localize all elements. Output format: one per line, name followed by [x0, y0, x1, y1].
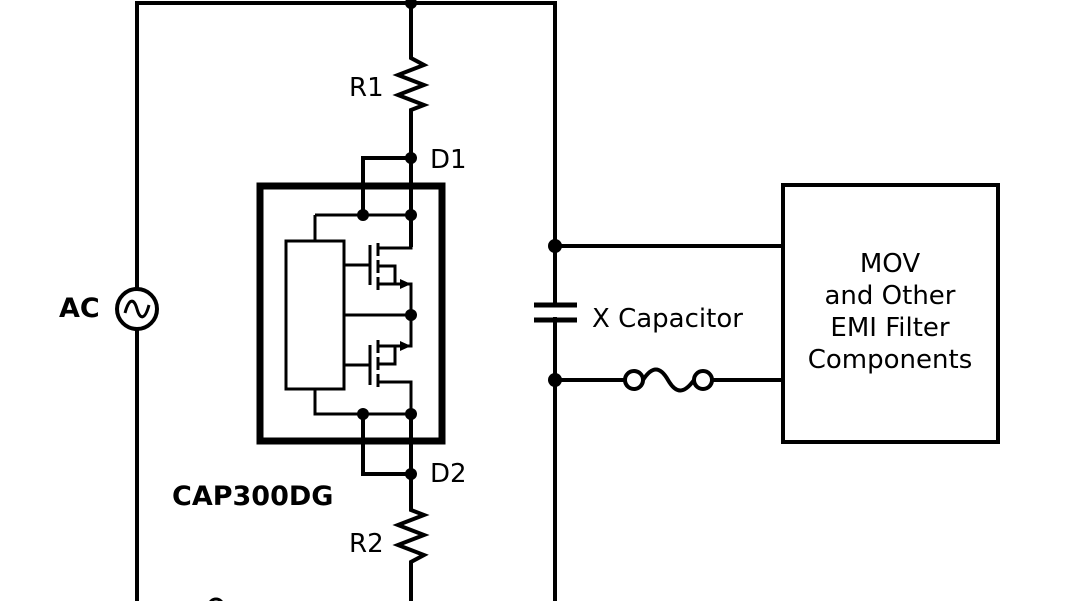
node-internal-1 [357, 209, 369, 221]
resistor-r1-icon [392, 50, 430, 160]
emi-line-1: MOV [860, 249, 920, 279]
d2-label: D2 [430, 459, 467, 489]
emi-line-2: and Other [824, 281, 955, 311]
x-capacitor-icon [534, 302, 577, 323]
ac-source-icon [115, 287, 159, 331]
fuse-icon [623, 367, 714, 393]
node-mid [405, 309, 417, 321]
ac-label: AC [59, 293, 100, 324]
d1-label: D1 [430, 145, 467, 175]
cap300dg-package [256, 182, 446, 445]
r2-label: R2 [349, 529, 384, 559]
emi-line-3: EMI Filter [830, 313, 949, 343]
junction-top [405, 0, 417, 9]
ic-label: CAP300DG [172, 481, 333, 512]
wire-d1-left [361, 156, 413, 217]
emi-filter-box [781, 183, 1000, 444]
controller-block [284, 239, 346, 391]
node-internal-2 [405, 209, 417, 221]
xcap-label: X Capacitor [592, 304, 743, 334]
resistor-r2-icon [392, 472, 430, 570]
wire-d2-left [361, 412, 413, 476]
mosfet-1-icon [368, 243, 413, 315]
wire-left-bottom [313, 389, 411, 416]
emi-line-4: Components [808, 345, 973, 375]
mosfet-2-icon [368, 315, 413, 414]
r1-label: R1 [349, 73, 384, 103]
